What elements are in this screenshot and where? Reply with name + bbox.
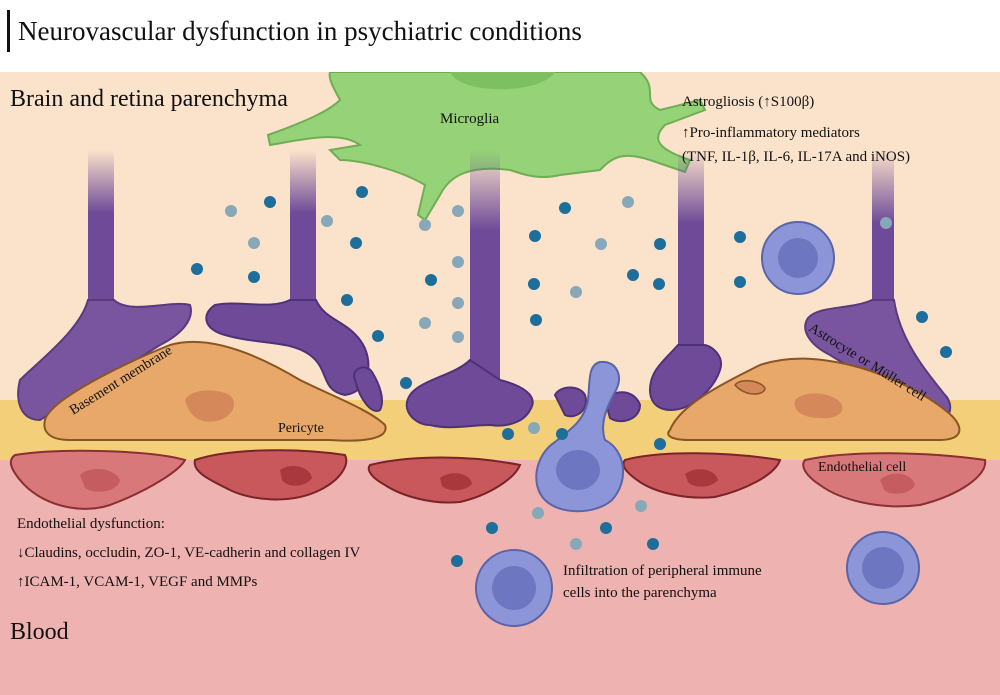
astrocyte-endfoot-2 [205, 299, 370, 397]
neurovascular-diagram: Microglia Basement membrane Pericyte Ast… [0, 72, 1000, 695]
molecules-group [191, 186, 952, 567]
infiltration-label-line1: Infiltration of peripheral immune [563, 563, 762, 579]
microglia-nucleus [450, 72, 555, 90]
astrocyte-fragment-3 [603, 391, 642, 423]
infiltrating-cell-nucleus [556, 450, 600, 490]
page-title: Neurovascular dysfunction in psychiatric… [18, 15, 582, 46]
astrogliosis-line1: Astrogliosis (↑S100β) [682, 94, 814, 110]
astrogliosis-line2: ↑Pro-inflammatory mediators [682, 125, 860, 141]
title-bar: Neurovascular dysfunction in psychiatric… [7, 10, 582, 52]
pericyte-fragment [734, 380, 766, 395]
endothelial-cell-1-nucleus [80, 468, 120, 492]
endothelial-cell-3-nucleus [440, 473, 472, 491]
endothelial-dysfunction-line2: ↑ICAM-1, VCAM-1, VEGF and MMPs [17, 574, 257, 590]
endothelial-dysfunction-heading: Endothelial dysfunction: [17, 516, 165, 532]
blood-label: Blood [10, 619, 69, 645]
microglia-label: Microglia [440, 111, 499, 127]
endothelial-cell-4-nucleus [685, 469, 718, 487]
astrocyte-endfoot-3 [405, 358, 534, 429]
endothelial-cell-label: Endothelial cell [818, 460, 906, 475]
endothelial-cell-2 [193, 449, 348, 501]
endothelial-cell-5-nucleus [880, 473, 915, 494]
microglia-cell [266, 72, 707, 222]
pericyte-right-nucleus [794, 393, 843, 419]
infiltration-label-line2: cells into the parenchyma [563, 585, 717, 601]
pericyte-left-nucleus [185, 390, 235, 422]
pericyte-label: Pericyte [278, 421, 324, 436]
endothelial-cell-2-nucleus [280, 465, 312, 486]
immune-cell-blood-2 [846, 531, 920, 605]
astrocyte-fragment-1 [353, 366, 383, 412]
astrocyte-fragment-2 [553, 386, 587, 418]
immune-cell-blood-1 [475, 549, 553, 627]
immune-cell-parenchyma [761, 221, 835, 295]
astrogliosis-line3: (TNF, IL-1β, IL-6, IL-17A and iNOS) [682, 149, 910, 165]
parenchyma-label: Brain and retina parenchyma [10, 86, 288, 112]
endothelial-dysfunction-line1: ↓Claudins, occludin, ZO-1, VE-cadherin a… [17, 545, 361, 561]
